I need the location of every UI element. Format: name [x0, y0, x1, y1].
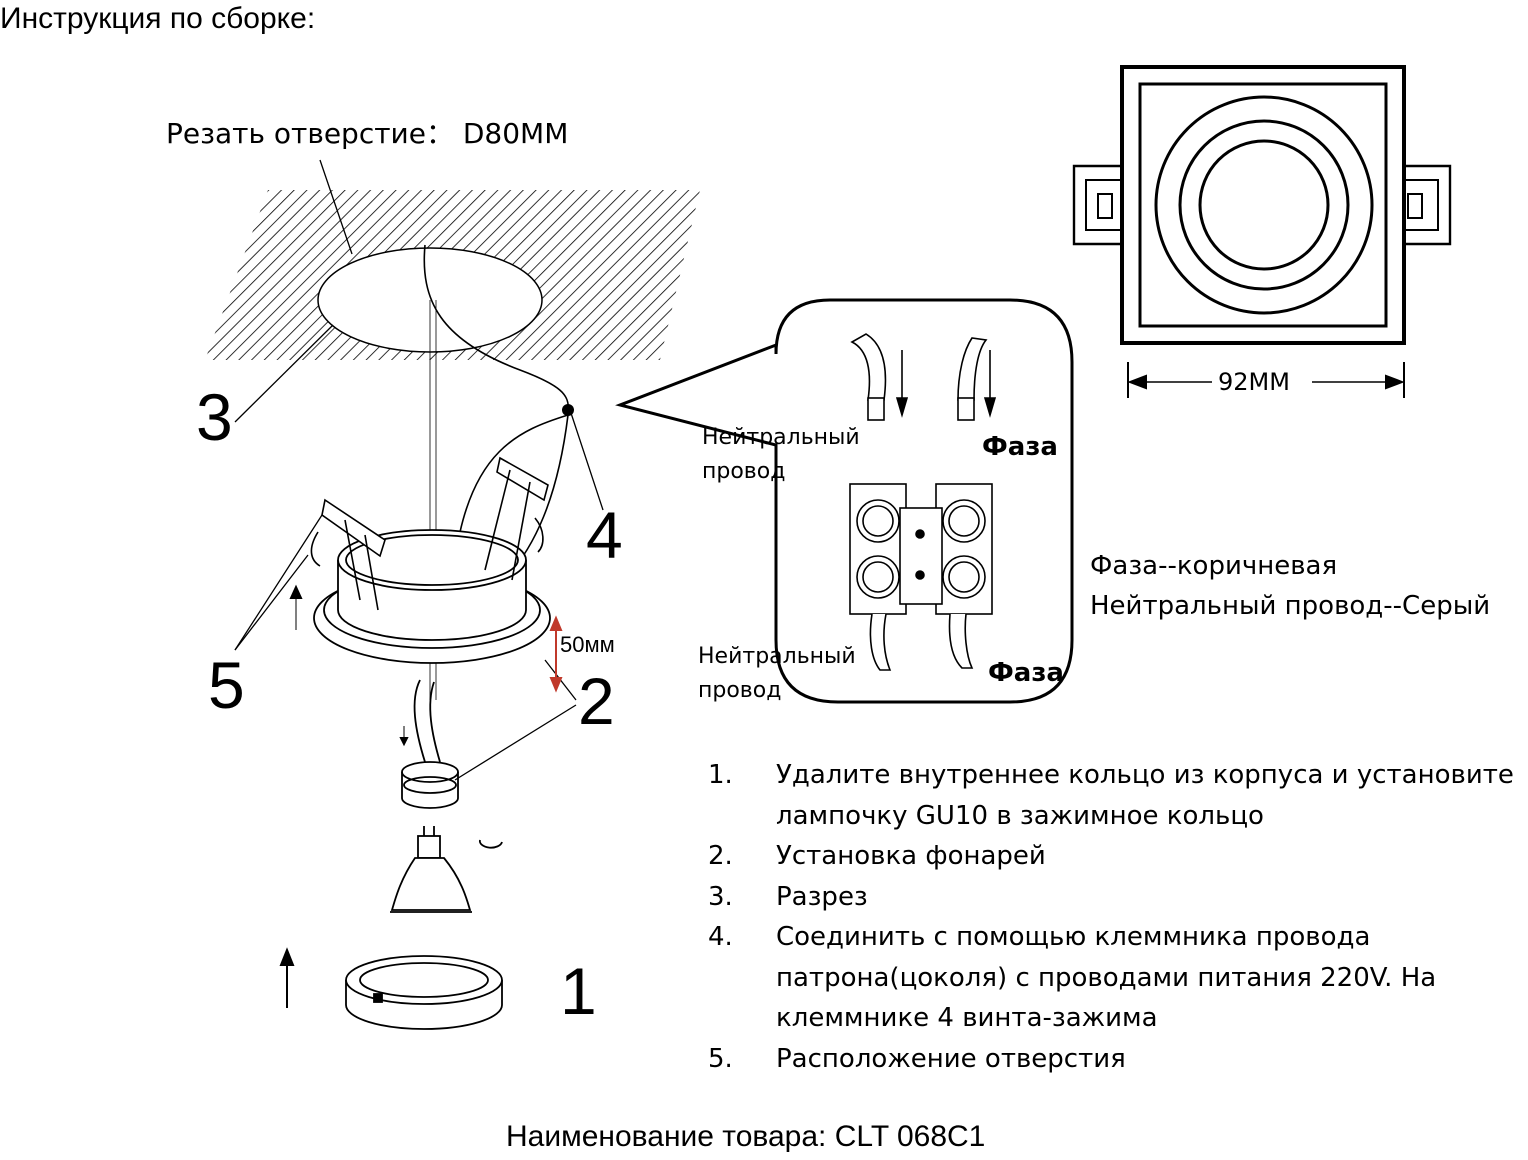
wire-color-legend: Фаза--коричневая Нейтральный провод--Сер…	[1090, 546, 1490, 626]
cut-label-leader	[319, 159, 353, 255]
page-title: Инструкция по сборке:	[0, 2, 316, 35]
fixture-housing	[313, 529, 551, 664]
steps-list: 1.Удалите внутреннее кольцо из корпуса и…	[708, 755, 1523, 1079]
number-5: 5	[208, 648, 245, 722]
product-name: Наименование товара: CLT 068C1	[506, 1120, 986, 1153]
step-item: 3.Разрез	[708, 881, 868, 912]
dimension-line	[1127, 362, 1405, 398]
number-4: 4	[586, 498, 623, 572]
phase-label-bottom: Фаза	[988, 658, 1064, 688]
terminal-block	[849, 483, 993, 671]
inner-ring	[345, 955, 503, 1030]
number-3: 3	[196, 380, 233, 454]
neutral-label-bottom: Нейтральный провод	[698, 644, 856, 703]
leader-3	[234, 324, 334, 423]
terminal-node	[562, 404, 574, 416]
number-2: 2	[578, 664, 615, 738]
step-item: 4.Соединить с помощью клеммника провода …	[708, 922, 1437, 1033]
leader-5b	[234, 554, 309, 651]
spring-clips	[310, 456, 549, 611]
socket-cable	[401, 679, 459, 809]
ceiling-slab	[205, 190, 700, 360]
gu10-bulb	[390, 826, 503, 913]
legend-neutral: Нейтральный провод--Серый	[1090, 591, 1491, 621]
step-item: 1.Удалите внутреннее кольцо из корпуса и…	[708, 760, 1514, 831]
step-item: 2.Установка фонарей	[708, 841, 1046, 871]
legend-phase: Фаза--коричневая	[1090, 551, 1338, 581]
cut-hole-label: Резать отверстие： D80MM	[166, 117, 569, 150]
top-view	[1072, 65, 1452, 345]
phase-label-top: Фаза	[982, 432, 1058, 462]
height-label: 50мм	[560, 632, 615, 657]
neutral-label-top: Нейтральный провод	[702, 425, 860, 484]
dimension-label: 92MM	[1218, 368, 1290, 396]
leader-2b	[454, 704, 577, 781]
leader-5a	[234, 514, 323, 651]
step-item: 5.Расположение отверстия	[708, 1043, 1126, 1074]
number-1: 1	[560, 954, 597, 1028]
leader-4	[569, 409, 604, 511]
height-arrow	[549, 615, 563, 693]
wire-ends	[850, 333, 997, 421]
